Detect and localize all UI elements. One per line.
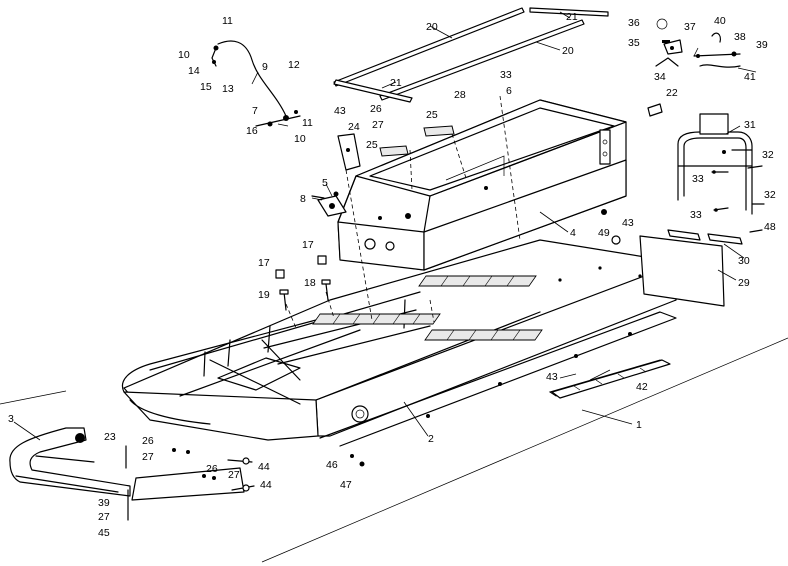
callout-43-top: 43	[334, 105, 346, 117]
bumper-fasteners	[172, 448, 365, 492]
callout-47: 47	[340, 479, 352, 491]
callout-20-bottom: 20	[562, 45, 574, 57]
callout-17-left: 17	[258, 257, 270, 269]
floor-grate-panel	[548, 359, 671, 399]
assembly-guides	[285, 95, 521, 329]
callout-40: 40	[714, 15, 726, 27]
callout-26-box: 26	[370, 103, 382, 115]
callout-48: 48	[764, 221, 776, 233]
callout-numbers: 1 2 3 4 5 6 7 8 9 10 10 11 11 12 13 14 1…	[8, 11, 776, 539]
callout-4: 4	[570, 227, 576, 239]
callout-45: 45	[98, 527, 110, 539]
callout-10-top: 10	[178, 49, 190, 61]
top-right-parts	[647, 18, 741, 117]
hinge-parts	[317, 125, 455, 217]
callout-28: 28	[454, 89, 466, 101]
callout-35: 35	[628, 37, 640, 49]
callout-27-left: 27	[142, 451, 154, 463]
callout-12: 12	[288, 59, 300, 71]
callout-9: 9	[262, 61, 268, 73]
callout-27-right: 27	[228, 469, 240, 481]
callout-26-right: 26	[206, 463, 218, 475]
callout-44-top: 44	[258, 461, 270, 473]
callout-30: 30	[738, 255, 750, 267]
callout-31: 31	[744, 119, 756, 131]
callout-2: 2	[428, 433, 434, 445]
callout-29: 29	[738, 277, 750, 289]
callout-25-left: 25	[366, 139, 378, 151]
callout-21-top: 21	[566, 11, 578, 23]
callout-1: 1	[636, 419, 642, 431]
assembly-outline	[0, 337, 788, 563]
callout-21-bottom: 21	[390, 77, 402, 89]
callout-37: 37	[684, 21, 696, 33]
callout-27-box: 27	[372, 119, 384, 131]
callout-44-bottom: 44	[260, 479, 272, 491]
callout-7: 7	[252, 105, 258, 117]
callout-43-right: 43	[622, 217, 634, 229]
callout-27-bottom: 27	[98, 511, 110, 523]
callout-6: 6	[506, 85, 512, 97]
callout-25-right: 25	[426, 109, 438, 121]
storage-box	[337, 99, 627, 271]
callout-26-left: 26	[142, 435, 154, 447]
callout-41: 41	[744, 71, 756, 83]
deck-grates	[312, 275, 543, 341]
rear-panel	[639, 229, 743, 307]
chassis-tub	[121, 239, 677, 447]
callout-19: 19	[258, 289, 270, 301]
callout-11-bottom: 11	[302, 117, 313, 129]
callout-33-bottom: 33	[690, 209, 702, 221]
callout-5: 5	[322, 177, 328, 189]
callout-36: 36	[628, 17, 640, 29]
left-fasteners	[275, 191, 339, 311]
callout-10-bottom: 10	[294, 133, 306, 145]
callout-39-top: 39	[756, 39, 768, 51]
callout-3: 3	[8, 413, 14, 425]
front-bumper	[9, 427, 245, 521]
callout-43-bottom: 43	[546, 371, 558, 383]
callout-32-bottom: 32	[764, 189, 776, 201]
callout-11-top: 11	[222, 15, 233, 27]
callout-18: 18	[304, 277, 316, 289]
callout-20-top: 20	[426, 21, 438, 33]
callout-23: 23	[104, 431, 116, 443]
rear-rack	[677, 113, 753, 215]
callout-46: 46	[326, 459, 338, 471]
right-fasteners	[601, 165, 765, 245]
callout-15: 15	[200, 81, 212, 93]
leader-lines	[13, 11, 757, 441]
cable-assembly	[211, 40, 301, 127]
rails	[333, 7, 609, 103]
callout-38: 38	[734, 31, 746, 43]
callout-22: 22	[666, 87, 678, 99]
callout-8: 8	[300, 193, 306, 205]
callout-33-mid: 33	[692, 173, 704, 185]
callout-42: 42	[636, 381, 648, 393]
callout-34: 34	[654, 71, 666, 83]
callout-16: 16	[246, 125, 258, 137]
callout-39-bottom: 39	[98, 497, 110, 509]
callout-14: 14	[188, 65, 200, 77]
callout-17-right: 17	[302, 239, 314, 251]
callout-13: 13	[222, 83, 234, 95]
callout-49: 49	[598, 227, 610, 239]
callout-33-top: 33	[500, 69, 512, 81]
callout-24: 24	[348, 121, 360, 133]
callout-32-top: 32	[762, 149, 774, 161]
